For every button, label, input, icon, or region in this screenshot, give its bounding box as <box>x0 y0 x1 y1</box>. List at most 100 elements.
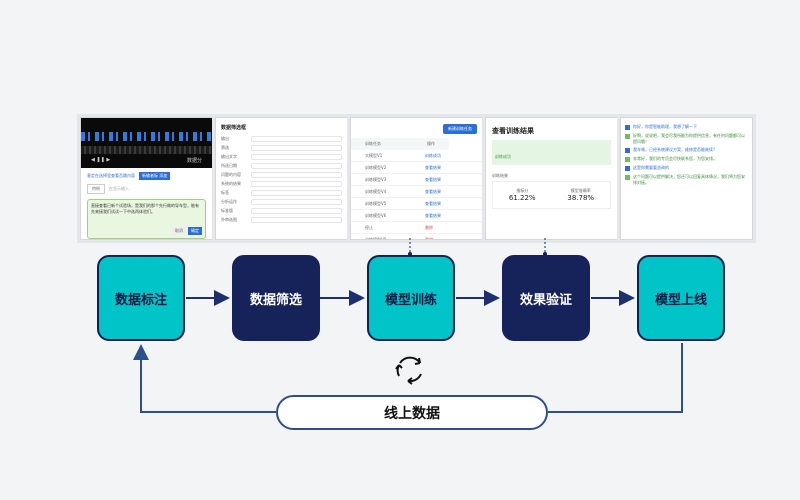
header-task: 训练任务 <box>365 141 381 146</box>
annotation-screenshot: ◀ ❚❚ ▶ 数据分 意定在选择里查看否跳内容 新输者标 添加 特例 在显示输入… <box>80 117 213 240</box>
results-title: 查看训练结果 <box>492 127 534 135</box>
training-action-link[interactable]: 删除 <box>425 224 433 230</box>
chat-screenshot: 你好，你是智能助理，我想了解一下好啊，说说吧，我会尽我所能为你提供信息，有任何问… <box>620 117 753 240</box>
results-screenshot: 查看训练结果 训练成功 训练结果 指标分 61.22% 模型准确率 38.78% <box>485 117 618 240</box>
filter-row: 标签 <box>221 188 342 197</box>
filter-row-input[interactable] <box>251 153 342 160</box>
filter-row-label: 分析运作 <box>221 198 237 204</box>
filter-row-input[interactable] <box>251 144 342 151</box>
filter-row: 系统的结果 <box>221 179 342 188</box>
chat-message-text: 我车顿，已经系统建议方案，维修是否能继续？ <box>633 147 717 152</box>
filter-row-input[interactable] <box>251 198 342 205</box>
bot-avatar-icon <box>625 157 630 162</box>
metric2-value: 38.78% <box>567 194 595 202</box>
step-annotate: 数据标注 <box>97 255 185 341</box>
chat-message: 我车顿，已经系统建议方案，维修是否能继续？ <box>625 147 748 153</box>
loop-from-deploy <box>548 343 683 413</box>
chat-message: 你好，你是智能助理，我想了解一下 <box>625 124 748 130</box>
training-name: 训练模型V8 <box>365 236 387 240</box>
training-row: 训练模型V5 查看结果 <box>351 198 482 210</box>
filter-row-input[interactable] <box>251 171 342 178</box>
success-badge: 训练成功 <box>492 140 611 165</box>
player-prev-icon[interactable]: ◀ ❚❚ ▶ <box>91 157 111 163</box>
filter-row: 问题的内容 <box>221 170 342 179</box>
filter-row-input[interactable] <box>251 180 342 187</box>
loop-to-annotate <box>133 344 276 413</box>
filter-form-screenshot: 数据筛选框 输出筛选输出文字所选日期问题的内容系统的结果标签分析运作标准版外审选… <box>215 117 348 240</box>
link-view[interactable]: 意定在选择里查看否跳内容 <box>87 173 135 178</box>
filter-rows: 输出筛选输出文字所选日期问题的内容系统的结果标签分析运作标准版外审选图 <box>216 134 347 224</box>
chat-message: 这是你需要要咨询的 <box>625 165 748 171</box>
metric1-label: 指标分 <box>516 188 529 193</box>
link-new[interactable]: 新输者标 添加 <box>139 172 171 180</box>
training-action-link[interactable]: 查看结果 <box>425 212 441 218</box>
training-row: 训练模型V3 查看结果 <box>351 174 482 186</box>
filter-row-input[interactable] <box>251 207 342 214</box>
comment-text: 直接查看已新个试验场，是我们的那个先行做的导车型，能有先来接我们试试一下中选再体… <box>91 203 199 214</box>
filter-row-label: 输出文字 <box>221 153 237 159</box>
filter-row-label: 外审选图 <box>221 216 237 222</box>
training-name: 大模型V1 <box>365 152 383 158</box>
training-action-link[interactable]: 训练成功 <box>425 152 441 158</box>
filter-row-label: 问题的内容 <box>221 171 241 177</box>
cycle-icon <box>395 356 422 385</box>
step-train: 模型训练 <box>367 255 455 341</box>
filter-row: 输出文字 <box>221 152 342 161</box>
training-action-link[interactable]: 查看结果 <box>425 188 441 194</box>
step-validate: 效果验证 <box>502 255 590 341</box>
filter-row-input[interactable] <box>251 216 342 223</box>
bot-avatar-icon <box>625 134 630 139</box>
training-name: 训练模型V5 <box>365 200 387 206</box>
training-name: 训练模型V2 <box>365 164 387 170</box>
chat-message: 好啊，说说吧，我会尽我所能为你提供信息，有任何问题都可以提问哦！ <box>625 133 748 144</box>
filter-row: 所选日期 <box>221 161 342 170</box>
user-avatar-icon <box>625 148 630 153</box>
player-label: 数据分 <box>186 158 202 164</box>
filter-row-label: 标准版 <box>221 207 233 213</box>
metric1-value: 61.22% <box>508 194 536 202</box>
training-name: 训练模型V4 <box>365 188 387 194</box>
training-row: 训练模型V4 查看结果 <box>351 186 482 198</box>
filter-row: 筛选 <box>221 143 342 152</box>
video-player: ◀ ❚❚ ▶ 数据分 <box>81 118 212 168</box>
training-action-link[interactable]: 查看结果 <box>425 200 441 206</box>
header-action: 操作 <box>427 141 435 146</box>
bot-avatar-icon <box>625 175 630 180</box>
training-action-link[interactable]: 查看结果 <box>425 164 441 170</box>
chat-message-text: 这个问题可以提供解决，您还可以回复具体情况，我们将为您安排对接。 <box>633 174 745 185</box>
training-name: 训练模型V3 <box>365 176 387 182</box>
training-row: 训练模型V2 查看结果 <box>351 162 482 174</box>
chat-message: 非常好，我们的专员会尽快联系您，为您安排。 <box>625 156 748 162</box>
filter-row: 分析运作 <box>221 197 342 206</box>
chat-message-text: 这是你需要要咨询的 <box>633 165 669 170</box>
step-filter: 数据筛选 <box>232 255 320 341</box>
training-row: 停止 删除 <box>351 222 482 234</box>
cancel-button[interactable]: 取消 <box>172 227 186 235</box>
training-row: 训练模型V8 删除 <box>351 234 482 240</box>
user-avatar-icon <box>625 125 630 130</box>
filter-row: 标准版 <box>221 206 342 215</box>
chat-message-text: 你好，你是智能助理，我想了解一下 <box>633 124 697 129</box>
filter-row-label: 系统的结果 <box>221 180 241 186</box>
filter-row-label: 所选日期 <box>221 162 237 168</box>
training-name: 停止 <box>365 224 373 230</box>
filter-row-input[interactable] <box>251 162 342 169</box>
confirm-button[interactable]: 确定 <box>188 227 202 235</box>
results-section: 训练结果 <box>492 173 508 178</box>
filter-title: 数据筛选框 <box>221 125 247 131</box>
new-training-button[interactable]: 新建训练任务 <box>443 124 477 134</box>
online-data-pill: 线上数据 <box>276 395 548 430</box>
filter-row: 输出 <box>221 134 342 143</box>
search-input[interactable]: 在显示输入 <box>109 186 129 191</box>
filter-row-input[interactable] <box>251 189 342 196</box>
filter-row-label: 筛选 <box>221 144 229 150</box>
user-avatar-icon <box>625 166 630 171</box>
filter-row-input[interactable] <box>251 135 342 142</box>
training-action-link[interactable]: 删除 <box>425 236 433 240</box>
training-action-link[interactable]: 查看结果 <box>425 176 441 182</box>
chat-message-text: 好啊，说说吧，我会尽我所能为你提供信息，有任何问题都可以提问哦！ <box>633 133 745 144</box>
training-name: 训练模型V6 <box>365 212 387 218</box>
filter-row: 外审选图 <box>221 215 342 224</box>
